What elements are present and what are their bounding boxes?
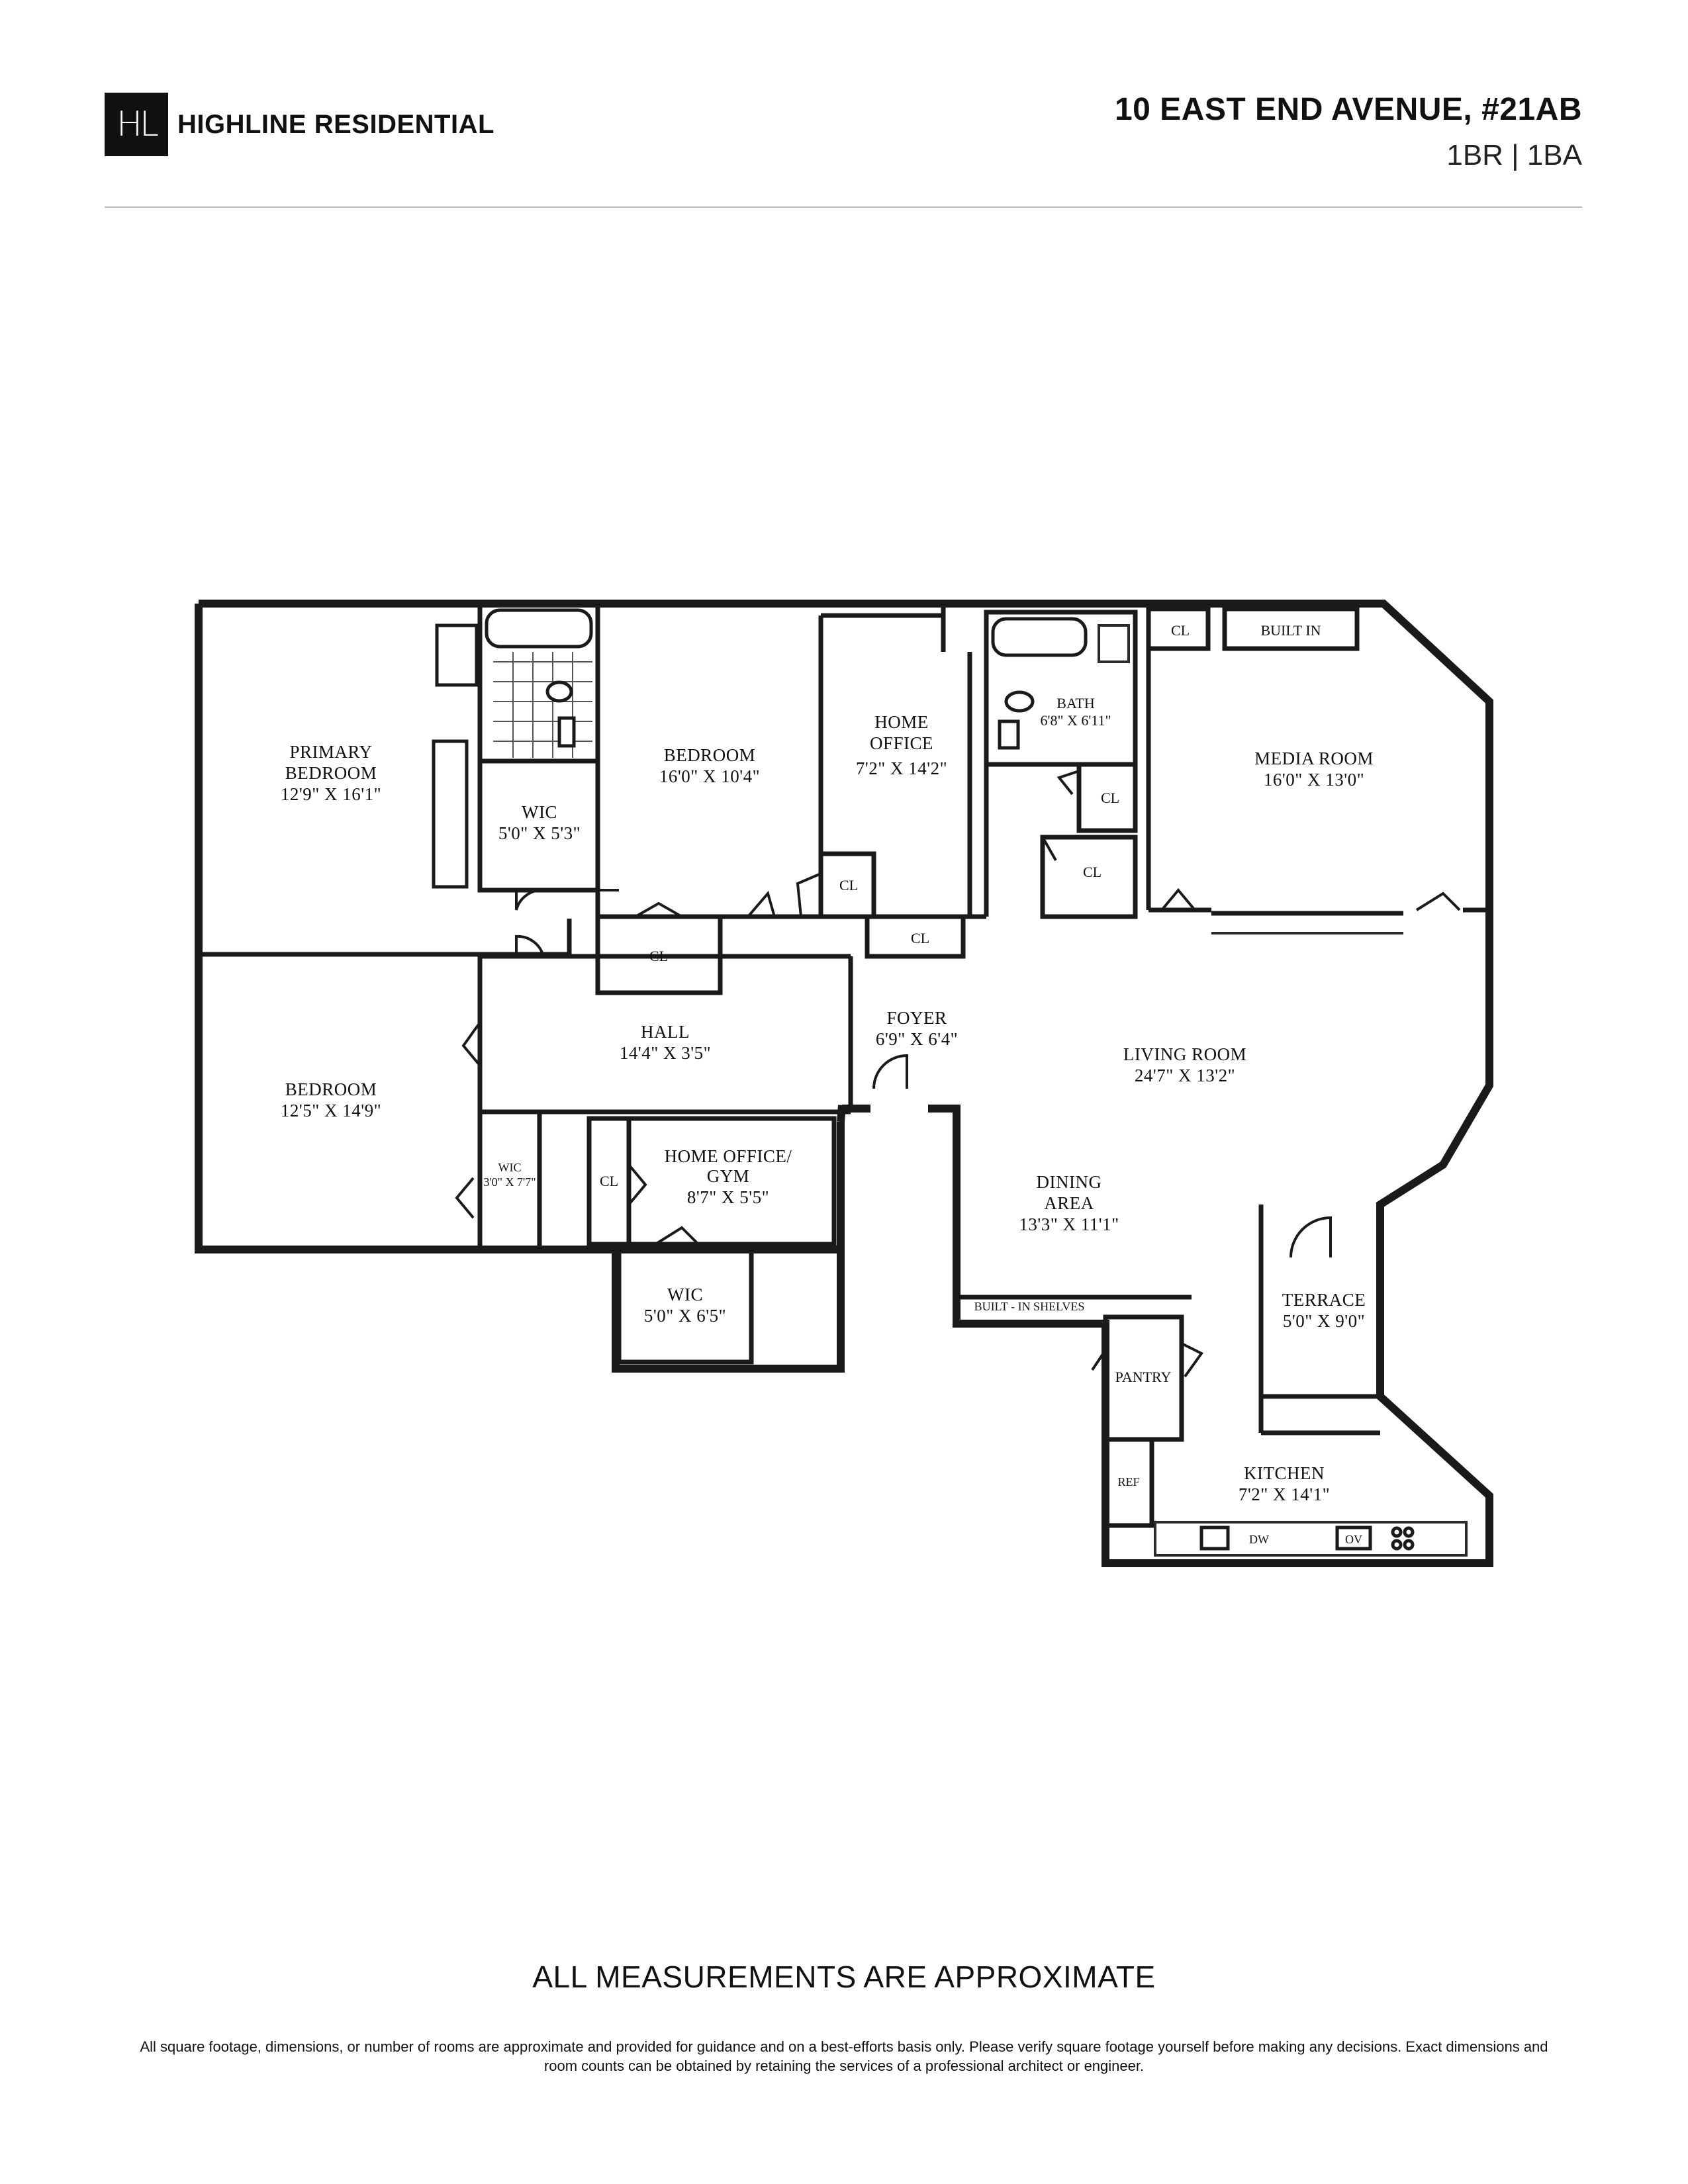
exterior-walls xyxy=(195,600,1493,1567)
room-dining-area: DINING xyxy=(1037,1172,1102,1192)
ref-label: REF xyxy=(1117,1475,1139,1488)
closet-label: CL xyxy=(1171,622,1190,639)
unit-type: 1BR | 1BA xyxy=(1446,139,1582,171)
room-bath: BATH xyxy=(1056,695,1095,711)
brand-name: HIGHLINE RESIDENTIAL xyxy=(177,110,494,139)
room-labels: PRIMARY BEDROOM 12'9" X 16'1" WIC 5'0" X… xyxy=(281,695,1374,1504)
room-foyer: FOYER xyxy=(886,1008,947,1028)
room-hall: HALL xyxy=(641,1022,690,1042)
room-wic: WIC xyxy=(667,1285,703,1304)
room-dims: 24'7" X 13'2" xyxy=(1135,1066,1235,1085)
room-terrace: TERRACE xyxy=(1282,1290,1366,1310)
room-dims: 5'0" X 6'5" xyxy=(644,1306,726,1326)
wardrobe xyxy=(435,623,479,687)
measurements-note: ALL MEASUREMENTS ARE APPROXIMATE xyxy=(532,1960,1156,1994)
room-media-room: MEDIA ROOM xyxy=(1254,749,1374,768)
oven xyxy=(1335,1525,1372,1551)
room-dims: 6'9" X 6'4" xyxy=(876,1029,958,1049)
room-dims: 8'7" X 5'5" xyxy=(687,1187,769,1207)
room-dims: 14'4" X 3'5" xyxy=(620,1043,711,1063)
room-dims: 3'0" X 7'7" xyxy=(483,1175,536,1189)
room-dims: 5'0" X 9'0" xyxy=(1283,1311,1365,1331)
room-dims: 12'5" X 14'9" xyxy=(281,1101,381,1120)
bathtub xyxy=(991,617,1088,657)
dw-label: DW xyxy=(1249,1533,1269,1546)
room-dims: 7'2" X 14'1" xyxy=(1239,1484,1330,1504)
closet-label: CL xyxy=(839,877,858,893)
room-dims: 12'9" X 16'1" xyxy=(281,784,381,804)
room-home-office: HOME xyxy=(874,712,929,732)
fixtures xyxy=(432,608,1415,1551)
room-dining-area: AREA xyxy=(1044,1193,1094,1213)
room-home-office: OFFICE xyxy=(870,733,933,753)
logo-text: HL xyxy=(116,105,159,144)
cooktop-burner xyxy=(1403,1539,1415,1551)
toilet xyxy=(545,680,573,703)
sink xyxy=(557,716,576,748)
room-dims: 13'3" X 11'1" xyxy=(1019,1214,1119,1234)
room-dims: 5'0" X 5'3" xyxy=(498,823,581,843)
doors xyxy=(455,770,1461,1378)
logo: HL xyxy=(105,93,168,156)
listing-address: 10 EAST END AVENUE, #21AB xyxy=(1114,92,1582,127)
built-in-label: BUILT IN xyxy=(1260,622,1321,639)
room-primary-bedroom: PRIMARY xyxy=(289,742,372,762)
bath-tiles xyxy=(493,652,592,758)
cooktop-burner xyxy=(1391,1526,1403,1538)
built-in-shelves-label: BUILT - IN SHELVES xyxy=(974,1300,1085,1313)
header-divider xyxy=(105,206,1582,208)
closet-label: CL xyxy=(1101,790,1119,806)
room-kitchen: KITCHEN xyxy=(1244,1463,1325,1483)
sink xyxy=(998,719,1020,750)
wardrobe xyxy=(432,739,469,889)
closet-label: CL xyxy=(911,930,929,946)
cooktop-burner xyxy=(1391,1539,1403,1551)
toilet xyxy=(1004,690,1035,713)
interior-walls xyxy=(199,601,1489,1557)
pantry-label: PANTRY xyxy=(1115,1369,1172,1385)
room-dims: 7'2" X 14'2" xyxy=(856,758,947,778)
room-bedroom: BEDROOM xyxy=(285,1079,377,1099)
closet-label: CL xyxy=(1083,864,1102,880)
room-living-room: LIVING ROOM xyxy=(1123,1044,1246,1064)
room-dims: 6'8" X 6'11" xyxy=(1041,712,1111,729)
fixture-labels: CL CL CL CL CL CL CL BUILT IN BUILT - IN… xyxy=(600,622,1362,1546)
closet-label: CL xyxy=(649,948,668,964)
room-dims: 16'0" X 13'0" xyxy=(1264,770,1364,790)
page-header: HL HIGHLINE RESIDENTIAL 10 EAST END AVEN… xyxy=(0,0,1688,212)
room-wic: WIC xyxy=(498,1161,522,1174)
bathtub xyxy=(485,608,593,649)
disclaimer-text: All square footage, dimensions, or numbe… xyxy=(140,2038,1548,2074)
room-dims: 16'0" X 10'4" xyxy=(659,766,760,786)
cooktop-burner xyxy=(1403,1526,1415,1538)
room-home-office-gym: HOME OFFICE/ xyxy=(665,1146,792,1166)
room-wic: WIC xyxy=(522,802,557,822)
kitchen-sink xyxy=(1199,1525,1230,1551)
room-home-office-gym: GYM xyxy=(707,1166,750,1186)
ov-label: OV xyxy=(1345,1533,1362,1546)
room-bedroom: BEDROOM xyxy=(664,745,756,765)
room-primary-bedroom: BEDROOM xyxy=(285,763,377,783)
closet-label: CL xyxy=(600,1173,618,1189)
